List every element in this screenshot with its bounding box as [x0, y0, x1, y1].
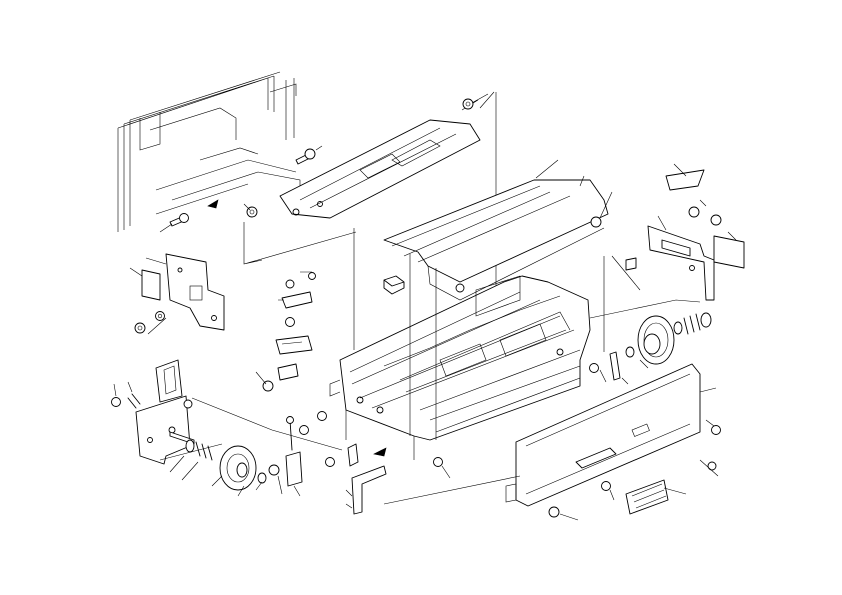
warning-label — [625, 479, 669, 515]
l-bracket-lower — [351, 465, 387, 515]
screw-left-3 — [134, 311, 165, 334]
screws-left-lower — [111, 393, 193, 409]
insulation-sheet-right — [713, 235, 745, 269]
insulation-sheet-left — [141, 269, 161, 301]
screws-center-lower — [299, 411, 335, 467]
machine-frame-outline — [117, 71, 301, 232]
small-bracket-c — [262, 363, 299, 392]
top-cover — [383, 179, 609, 301]
small-bracket-b — [275, 317, 313, 355]
drive-gear-left — [219, 445, 257, 491]
pin-and-bracket-lower — [268, 416, 303, 487]
washers-right — [673, 312, 712, 335]
leader-line — [479, 91, 495, 109]
screw-cover-right — [590, 216, 602, 228]
lever-right — [609, 351, 621, 381]
e-ring-right — [625, 346, 635, 358]
label-sheet-top — [665, 169, 705, 191]
front-cover — [505, 363, 701, 507]
screw-upper-right — [462, 98, 474, 110]
direction-arrow — [207, 199, 219, 209]
small-block — [383, 275, 405, 295]
upper-guide-plate — [279, 93, 489, 219]
spring-lower-left — [185, 439, 213, 461]
screw-cover-left — [455, 283, 465, 293]
screw-left-1 — [169, 213, 189, 227]
right-rear-bracket — [625, 225, 715, 301]
screw-center-bottom — [433, 457, 443, 467]
screws-front-cover — [548, 425, 721, 518]
spring-right — [683, 313, 701, 335]
direction-arrow-lower — [373, 447, 387, 457]
central-chassis — [329, 275, 591, 460]
e-ring-left — [257, 472, 267, 484]
left-side-bracket — [165, 253, 225, 331]
screw-upper-left — [295, 148, 316, 165]
screws-right-rear — [688, 206, 722, 226]
screw-center-right — [589, 363, 599, 373]
drive-gear-right — [637, 315, 675, 365]
small-clip — [347, 443, 359, 467]
small-bracket-a — [281, 272, 316, 309]
left-lower-bracket — [135, 359, 191, 465]
